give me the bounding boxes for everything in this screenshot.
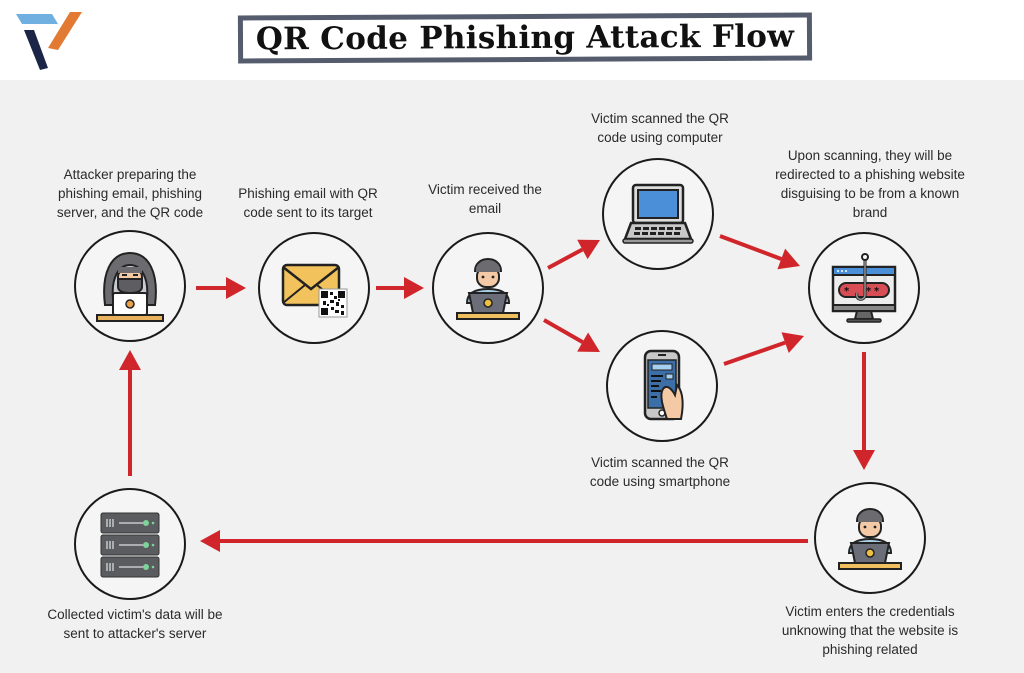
caption-phishing-site: Upon scanning, they will be redirected t…: [775, 148, 965, 220]
node-email: [258, 232, 370, 344]
caption-scan-computer: Victim scanned the QR code using compute…: [591, 111, 729, 145]
svg-text:*: *: [866, 286, 872, 297]
hacker-icon: [96, 251, 164, 322]
node-server: [74, 488, 186, 600]
victim-laptop-icon: [838, 508, 902, 570]
arrow-head: [404, 277, 424, 299]
node-victim-credentials: [814, 482, 926, 594]
arrow-shaft: [543, 318, 584, 344]
node-phishing-site: ***: [808, 232, 920, 344]
caption-server: Collected victim's data will be sent to …: [47, 607, 223, 641]
arrow-head: [781, 332, 804, 353]
node-scan-smartphone: [606, 330, 718, 442]
caption-email: Phishing email with QR code sent to its …: [238, 186, 378, 220]
arrow-email-to-victim-received: [376, 277, 424, 299]
arrow-head: [226, 277, 246, 299]
header-bar: QR Code Phishing Attack Flow: [0, 0, 1024, 80]
title-frame: QR Code Phishing Attack Flow: [237, 12, 813, 64]
arrow-head: [577, 332, 600, 352]
arrow-head: [200, 530, 220, 552]
arrow-scan-computer-to-phishing-site: [719, 234, 800, 270]
svg-text:*: *: [844, 286, 850, 297]
arrow-head: [853, 450, 875, 470]
arrow-server-to-attacker: [119, 350, 141, 476]
arrow-head: [577, 239, 600, 260]
node-scan-computer: [602, 158, 714, 270]
arrow-shaft: [547, 247, 584, 270]
arrow-victim-credentials-to-server: [200, 530, 808, 552]
caption-attacker: Attacker preparing the phishing email, p…: [56, 167, 204, 220]
page-title: QR Code Phishing Attack Flow: [255, 18, 795, 58]
arrow-victim-received-to-scan-computer: [547, 239, 600, 270]
caption-scan-smartphone: Victim scanned the QR code using smartph…: [589, 455, 731, 489]
arrow-head: [119, 350, 141, 370]
caption-victim-received: Victim received the email: [428, 182, 542, 216]
arrow-shaft: [719, 234, 782, 261]
svg-text:*: *: [874, 286, 880, 297]
arrow-phishing-site-to-victim-credentials: [853, 352, 875, 470]
brand-logo-icon: [16, 12, 82, 70]
phishing-website-icon: ***: [831, 253, 897, 323]
node-attacker: [74, 230, 186, 342]
server-icon: [100, 512, 160, 578]
arrow-attacker-to-email: [196, 277, 246, 299]
smartphone-icon: [643, 349, 684, 421]
arrow-victim-received-to-scan-smartphone: [543, 318, 600, 352]
arrow-scan-smartphone-to-phishing-site: [723, 332, 804, 366]
caption-victim-credentials: Victim enters the credentials unknowing …: [781, 604, 959, 657]
arrow-head: [777, 248, 800, 270]
victim-laptop-icon: [456, 258, 520, 320]
arrow-shaft: [723, 340, 786, 366]
email-qr-icon: [281, 263, 348, 318]
laptop-icon: [622, 183, 694, 244]
node-victim-received: [432, 232, 544, 344]
